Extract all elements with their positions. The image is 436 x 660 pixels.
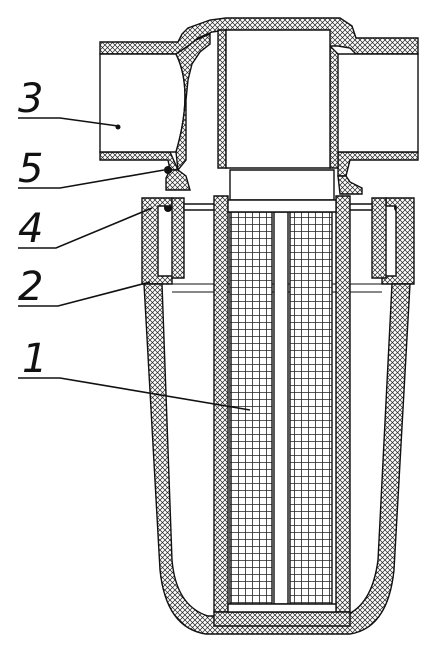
filter-head [99,17,419,195]
callout-5: 5 [18,146,43,192]
callout-4: 4 [18,206,43,252]
callout-2: 2 [18,264,43,310]
filter-cartridge [213,169,351,627]
callout-labels: 3 5 4 2 1 [18,76,47,382]
callout-3: 3 [18,76,43,122]
union-nut [141,197,415,285]
leader-lines [18,117,251,411]
inlet-marker-dot [115,124,121,130]
callout-1: 1 [22,336,47,382]
